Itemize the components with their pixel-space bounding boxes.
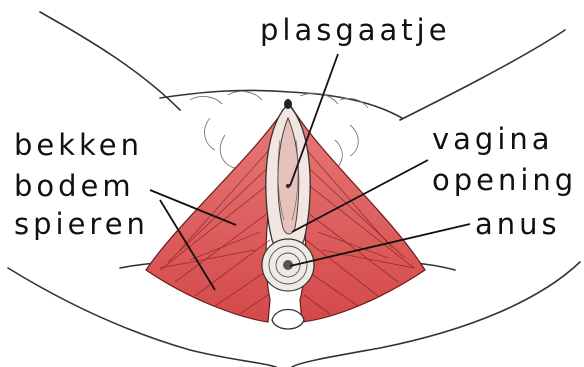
label-vaginal-opening-line1: vagina	[432, 125, 554, 154]
label-pelvic-floor-line1: bekken	[14, 131, 143, 160]
clitoris	[284, 99, 292, 109]
label-anus: anus	[475, 210, 561, 239]
label-pelvic-floor-line2: bodem	[14, 172, 135, 201]
anus-group	[262, 239, 314, 291]
label-vaginal-opening-line2: opening	[432, 166, 577, 195]
coccyx	[272, 310, 304, 330]
label-pelvic-floor-line3: spieren	[14, 210, 149, 239]
vulva	[266, 99, 310, 252]
left-muscle-region	[146, 108, 285, 322]
left-thigh-contour	[40, 12, 180, 110]
urethral-opening	[286, 184, 290, 188]
label-urethral-opening: plasgaatje	[260, 16, 451, 45]
